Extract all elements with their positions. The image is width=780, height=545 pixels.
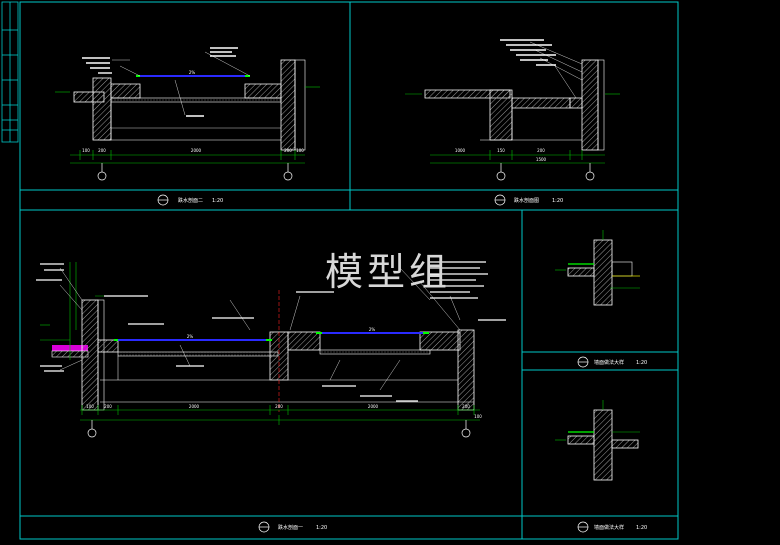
dim-label: 2000 <box>189 404 200 409</box>
panel-scale: 1:20 <box>636 525 647 531</box>
section-3-drawing: 1000 150 200 1500 <box>405 39 620 181</box>
dim-label: 200 <box>537 148 545 153</box>
section-2-dimension-labels: 100 200 2000 200 100 <box>82 148 304 153</box>
section-1-notes-block <box>430 261 488 299</box>
detail-2-title-block: 墙面做法大样 1:20 <box>577 521 647 533</box>
detail-2-drawing <box>555 400 640 481</box>
panel-title: 跌水剖面图 <box>514 197 539 204</box>
dim-label: 2000 <box>191 148 202 153</box>
section-2-drawing: 100 200 2000 200 100 2% <box>55 47 320 181</box>
dim-label: 1000 <box>455 148 466 153</box>
dim-label: 200 <box>104 404 112 409</box>
panel-title: 墙面做法大样 <box>594 359 624 366</box>
watermark-text: 模型组 <box>325 250 451 294</box>
dim-label: 100 <box>82 148 90 153</box>
dim-label: 200 <box>98 148 106 153</box>
dim-label: 1500 <box>536 157 547 162</box>
sheet-frame <box>19 1 679 540</box>
gradient-label: 2% <box>189 70 196 75</box>
section-1-dimension-labels: 100 200 2000 200 2000 200 100 <box>86 404 482 419</box>
dim-label: 100 <box>474 414 482 419</box>
panel-scale: 1:20 <box>316 525 327 531</box>
panel-scale: 1:20 <box>212 198 223 204</box>
dim-label: 200 <box>284 148 292 153</box>
panel-title: 跌水剖面二 <box>178 197 203 204</box>
panel-scale: 1:20 <box>552 198 563 204</box>
dim-label: 2000 <box>368 404 379 409</box>
dim-label: 100 <box>296 148 304 153</box>
section-3-dimension-labels: 1000 150 200 1500 <box>455 148 547 162</box>
section-2-note-lines <box>82 47 238 117</box>
dim-label: 200 <box>275 404 283 409</box>
revision-strip <box>1 1 19 143</box>
section-1-title-block: 跌水剖面一 1:20 <box>258 521 327 533</box>
section-2-title-block: 跌水剖面二 1:20 <box>157 194 223 206</box>
dim-label: 150 <box>497 148 505 153</box>
gradient-label: 2% <box>369 327 376 332</box>
section-1-drawing: 100 200 2000 200 2000 200 100 2% 2% <box>36 261 506 438</box>
gradient-label: 2% <box>187 334 194 339</box>
detail-1-title-block: 墙面做法大样 1:20 <box>577 356 647 368</box>
panel-title: 跌水剖面一 <box>278 524 303 531</box>
panel-scale: 1:20 <box>636 360 647 366</box>
section-3-title-block: 跌水剖面图 1:20 <box>494 194 563 206</box>
panel-title: 墙面做法大样 <box>594 524 624 531</box>
section-1-note-lines <box>36 263 506 402</box>
dim-label: 200 <box>462 404 470 409</box>
dim-label: 100 <box>86 404 94 409</box>
detail-1-drawing <box>555 230 640 306</box>
section-3-note-lines <box>500 39 556 66</box>
